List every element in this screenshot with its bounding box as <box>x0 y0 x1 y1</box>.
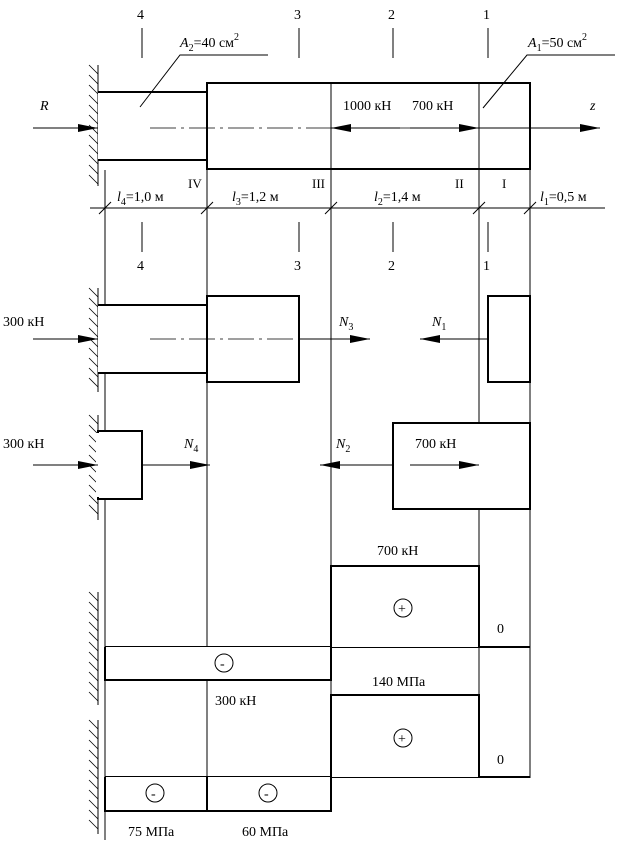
section-num-2-top: 2 <box>388 8 395 23</box>
fbd-a-hatching <box>88 287 99 388</box>
force-plus-sign: + <box>398 602 406 617</box>
area-a1-leader <box>482 54 615 109</box>
segment-roman-i: I <box>502 176 506 191</box>
segment-roman-iii: III <box>312 176 325 191</box>
wall-hatching <box>88 64 99 185</box>
stress-positive-block <box>330 694 480 777</box>
stress-zero: 0 <box>497 753 504 768</box>
force-top-label: 700 кН <box>377 544 418 559</box>
force-minus-circle <box>214 653 234 673</box>
fbd-b-right-piece <box>392 422 531 510</box>
free-body-b: 300 кН N4 N2 700 кН <box>3 414 531 520</box>
section-num-2-bottom: 2 <box>388 259 395 274</box>
area-a2-leader <box>139 54 268 108</box>
fbd-b-right-force: 700 кН <box>415 437 456 452</box>
section-num-1-top: 1 <box>483 8 490 23</box>
stress-label-75: 75 МПа <box>128 825 175 840</box>
section-num-1-bottom: 1 <box>483 259 490 274</box>
section-num-4-top: 4 <box>137 8 144 23</box>
load-1000-label: 1000 кН <box>343 99 391 114</box>
area-a1-label: A1=50 см2 <box>527 32 587 54</box>
section-num-4-bottom: 4 <box>137 259 144 274</box>
stress-diagram: 140 МПа + - - 0 75 МПа 60 МПа <box>88 675 530 840</box>
n1-label: N1 <box>431 315 446 333</box>
force-positive-block <box>330 565 480 647</box>
reaction-label: R <box>39 99 49 114</box>
n3-label: N3 <box>338 315 353 333</box>
length-l2: l2=1,4 м <box>374 190 421 208</box>
area-a2-label: A2=40 см2 <box>179 32 239 54</box>
free-body-a: 300 кН N3 N1 <box>3 287 531 392</box>
length-l4: l4=1,0 м <box>117 190 164 208</box>
fbd-b-left-force: 300 кН <box>3 437 44 452</box>
n4-label: N4 <box>183 437 198 455</box>
stress-plus-sign: + <box>398 732 406 747</box>
stress-plus-circle <box>393 728 413 748</box>
force-bottom-label: 300 кН <box>215 694 256 709</box>
section-num-3-top: 3 <box>294 8 301 23</box>
fbd-a-left-force: 300 кН <box>3 315 44 330</box>
segment-roman-ii: II <box>455 176 464 191</box>
z-axis-label: z <box>589 99 596 114</box>
stress-wall-hatching <box>88 719 99 830</box>
stress-label-60: 60 МПа <box>242 825 289 840</box>
force-zero: 0 <box>497 622 504 637</box>
section-num-3-bottom: 3 <box>294 259 301 274</box>
force-wall-hatching <box>88 591 99 702</box>
beam-scheme: 4 3 2 1 A2=40 см2 A1=50 см2 R 1000 кН 70… <box>33 8 615 274</box>
stress-negative-block <box>104 777 332 812</box>
stress-minus-sign-b: - <box>264 787 269 802</box>
fbd-a-right-piece <box>487 295 531 383</box>
stress-minus-sign-a: - <box>151 787 156 802</box>
stress-top-label: 140 МПа <box>372 675 426 690</box>
stress-minus-circle-a <box>145 783 165 803</box>
force-negative-block <box>104 647 332 681</box>
axial-force-diagram: 700 кН + - 0 300 кН <box>88 544 530 709</box>
force-plus-circle <box>393 598 413 618</box>
segment-roman-iv: IV <box>188 176 202 191</box>
n2-label: N2 <box>335 437 350 455</box>
thick-bar-section <box>206 82 531 170</box>
fbd-b-cut-bar <box>97 430 143 500</box>
length-l3: l3=1,2 м <box>232 190 279 208</box>
stress-minus-circle-b <box>258 783 278 803</box>
force-minus-sign: - <box>220 657 225 672</box>
load-700-label: 700 кН <box>412 99 453 114</box>
length-l1: l1=0,5 м <box>540 190 587 208</box>
